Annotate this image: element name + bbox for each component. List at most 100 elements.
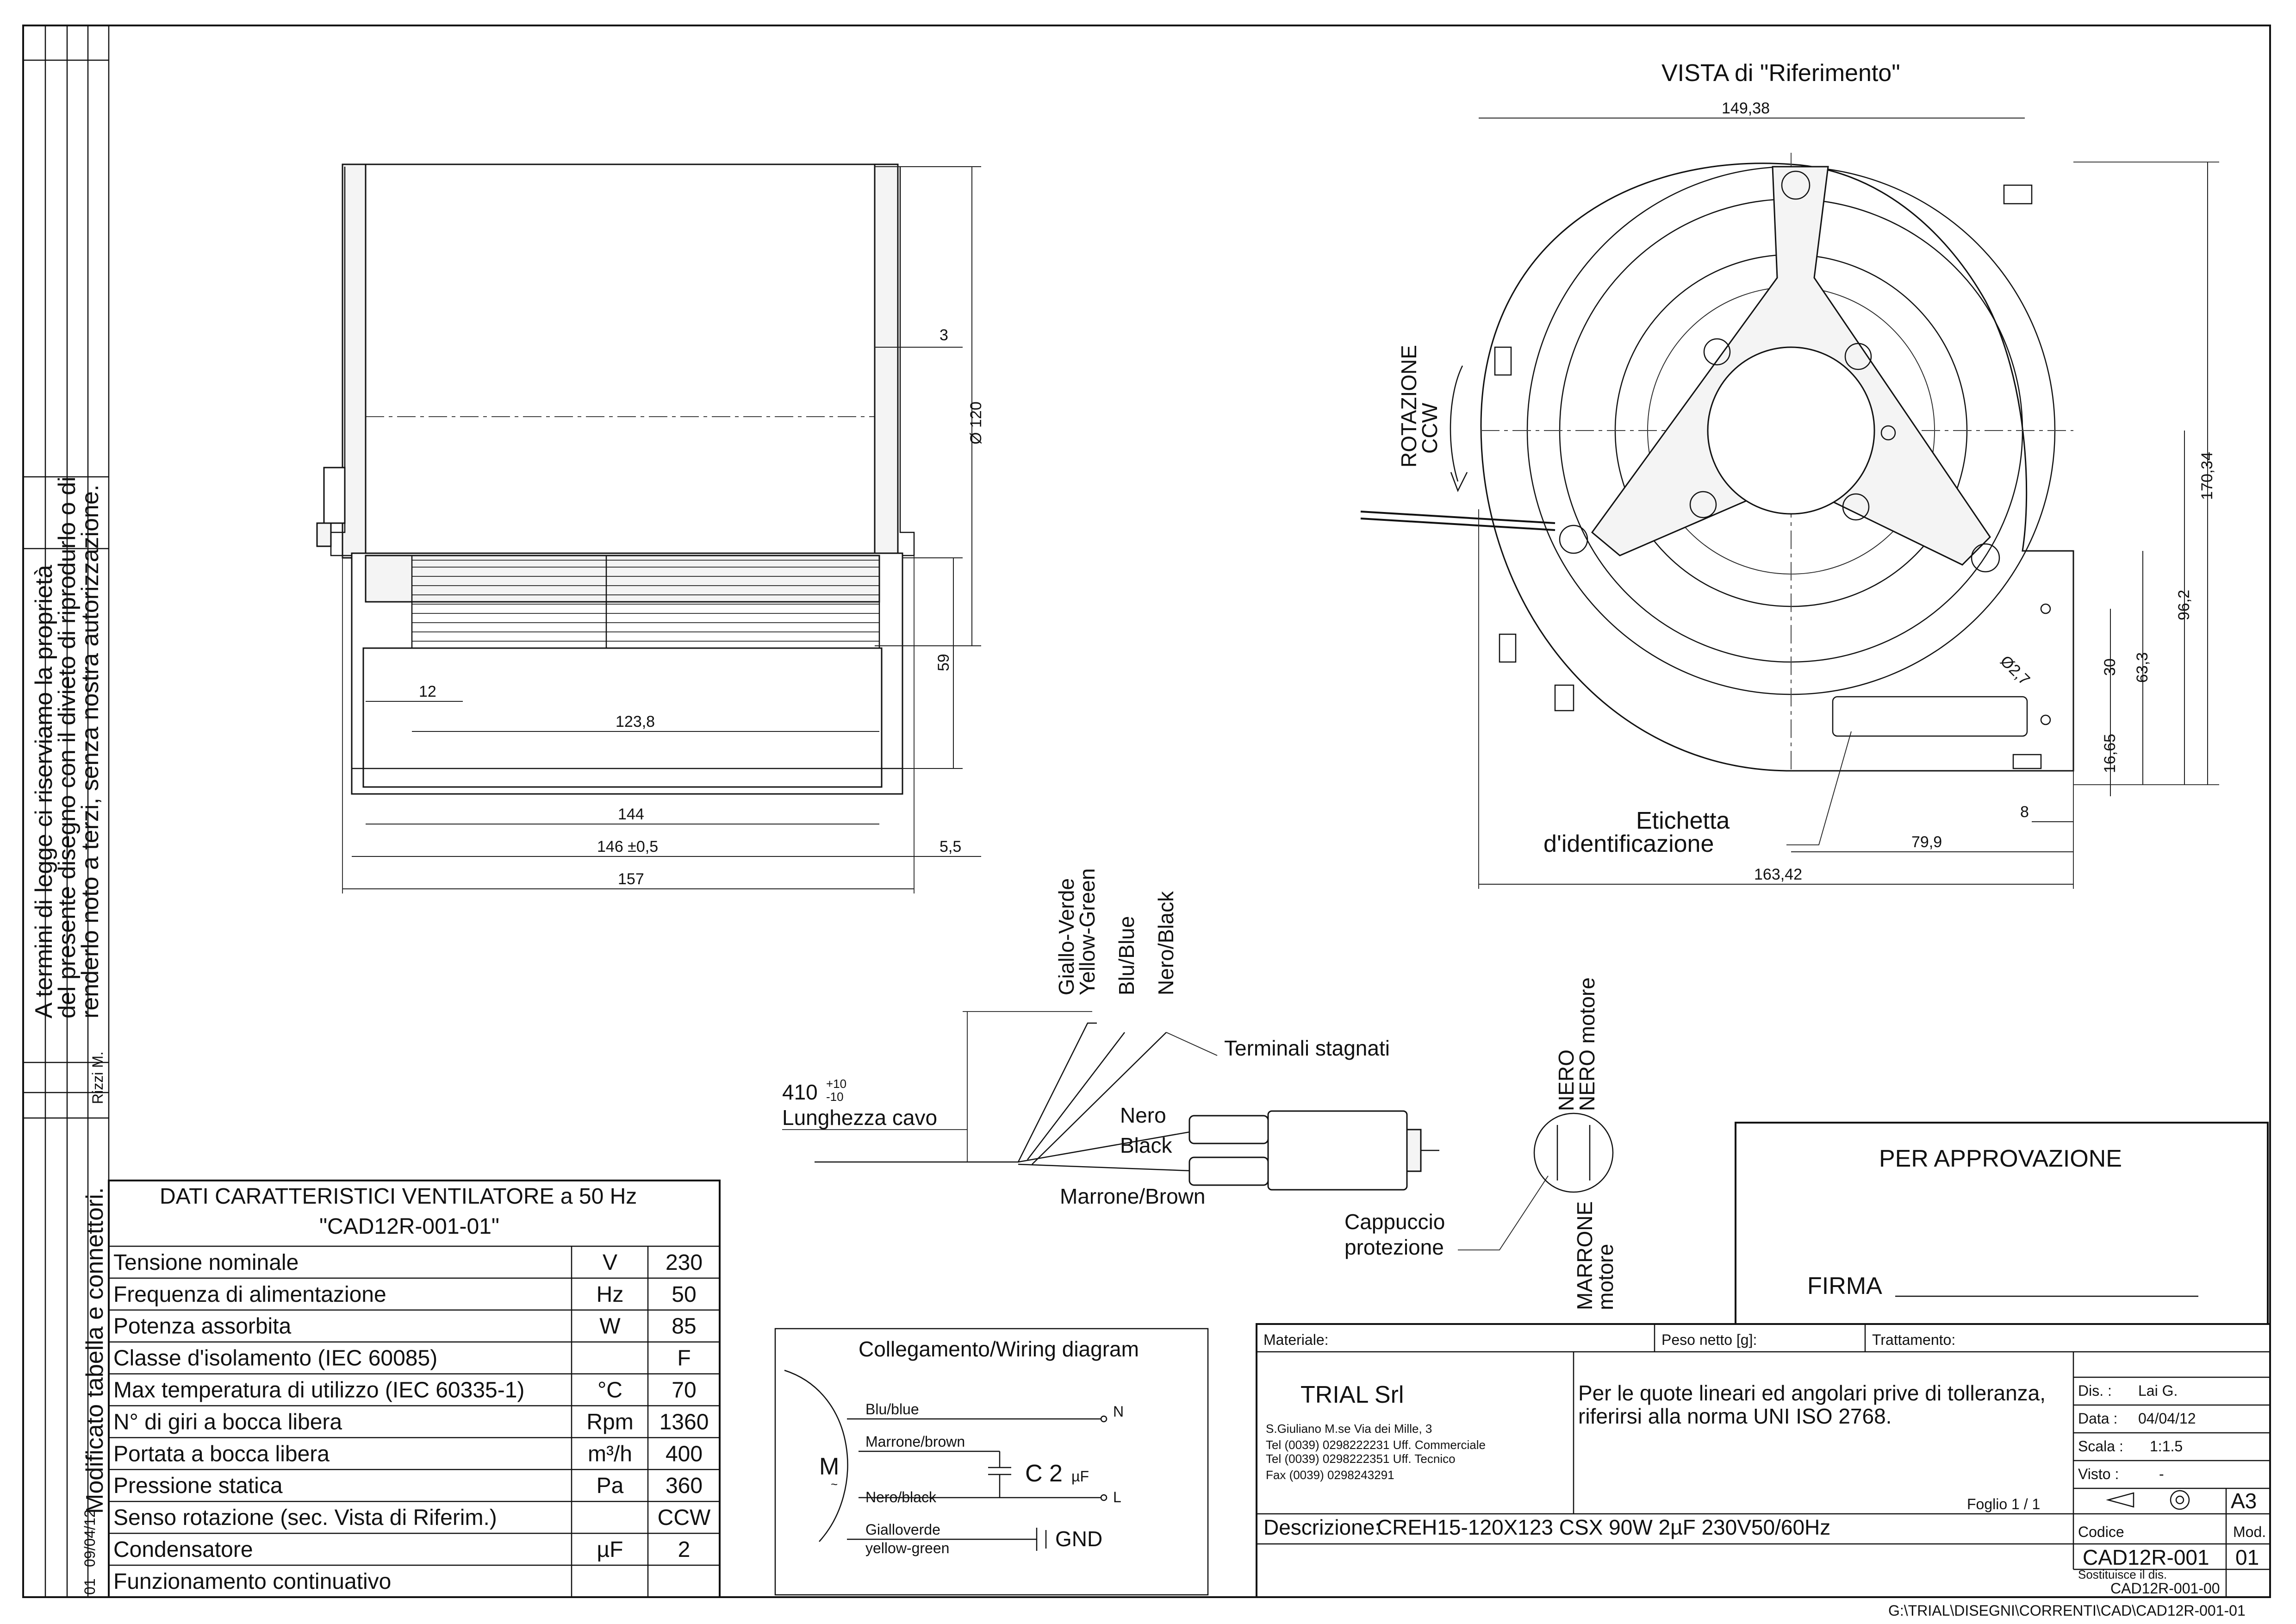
- tb-visto-value: -: [2159, 1466, 2164, 1482]
- copyright-notice: A termini di legge ci riserviamo la prop…: [31, 476, 104, 1018]
- wiring-l: L: [1113, 1489, 1121, 1505]
- spec-row-label: Funzionamento continuativo: [113, 1569, 391, 1594]
- dim-96-2: 96,2: [2175, 590, 2193, 620]
- tb-codice-label: Codice: [2078, 1524, 2124, 1540]
- wire-label-nero: Nero/Black: [1154, 891, 1178, 995]
- wire-label-marrone-b-1: MARRONE: [1573, 1201, 1597, 1310]
- approval-title: PER APPROVAZIONE: [1879, 1145, 2122, 1172]
- tb-address-2: Tel (0039) 0298222231 Uff. Commerciale: [1266, 1438, 1486, 1452]
- tb-peso: Peso netto [g]:: [1661, 1331, 1757, 1348]
- wire-label-marrone-b-2: motore: [1593, 1244, 1618, 1310]
- spec-table-title-1: DATI CARATTERISTICI VENTILATORE a 50 Hz: [160, 1184, 637, 1209]
- tb-data-label: Data :: [2078, 1410, 2117, 1427]
- dim-410: 410: [782, 1080, 818, 1104]
- wire-label-yellow: Yellow-Green: [1075, 868, 1099, 995]
- wiring-blu: Blu/blue: [865, 1401, 919, 1418]
- wire-label-nero2: Nero: [1120, 1103, 1166, 1127]
- dim-144: 144: [618, 806, 644, 823]
- spec-row-value: F: [677, 1346, 691, 1371]
- dim-5-5: 5,5: [940, 838, 961, 856]
- spec-row-label: Pressione statica: [113, 1474, 283, 1498]
- spec-row-unit: m³/h: [588, 1442, 632, 1466]
- dim-79-9: 79,9: [1911, 833, 1942, 851]
- wiring-title: Collegamento/Wiring diagram: [859, 1337, 1139, 1361]
- spec-row-label: Classe d'isolamento (IEC 60085): [113, 1346, 437, 1371]
- cable-assembly: Giallo-Verde Yellow-Green Blu/Blue Nero/…: [782, 868, 1618, 1310]
- spec-row-unit: Rpm: [586, 1410, 633, 1434]
- wire-label-marrone: Marrone/Brown: [1060, 1184, 1205, 1208]
- tb-note-2: riferirsi alla norma UNI ISO 2768.: [1578, 1404, 1892, 1428]
- tb-address-4: Fax (0039) 0298243291: [1266, 1468, 1394, 1482]
- wire-label-black2: Black: [1120, 1133, 1172, 1157]
- dim-146: 146 ±0,5: [597, 838, 658, 856]
- spec-row-value: CCW: [658, 1505, 711, 1530]
- wire-label-cappuccio-2: protezione: [1344, 1235, 1444, 1259]
- spec-row-label: Condensatore: [113, 1537, 253, 1562]
- dim-157: 157: [618, 870, 644, 888]
- wiring-gnd: GND: [1055, 1527, 1102, 1551]
- file-path: G:\TRIAL\DISEGNI\CORRENTI\CAD\CAD12R-001…: [1888, 1602, 2246, 1619]
- wire-label-nero-top-2: NERO motore: [1575, 977, 1599, 1111]
- tb-descr-value: CREH15-120X123 CSX 90W 2µF 230V50/60Hz: [1377, 1515, 1830, 1539]
- tb-scala-label: Scala :: [2078, 1438, 2123, 1455]
- tb-note-1: Per le quote lineari ed angolari prive d…: [1578, 1381, 2046, 1405]
- tb-mod-label: Mod.: [2233, 1524, 2266, 1540]
- spec-row-unit: Pa: [597, 1474, 624, 1498]
- tb-trattamento: Trattamento:: [1872, 1331, 1955, 1348]
- tb-descr-label: Descrizione:: [1263, 1515, 1381, 1539]
- spec-row-value: 70: [672, 1378, 696, 1403]
- dim-30: 30: [2101, 658, 2119, 676]
- wiring-giallo-1: Gialloverde: [865, 1521, 940, 1538]
- wiring-diagram: Collegamento/Wiring diagram M ~ Blu/blue…: [774, 1328, 1209, 1596]
- revision-description: Modificato tabella e connettori.: [81, 1187, 108, 1514]
- wiring-motor-sub: ~: [831, 1477, 838, 1491]
- tb-sost-label: Sostituisce il dis.: [2078, 1568, 2167, 1581]
- tb-address-1: S.Giuliano M.se Via dei Mille, 3: [1266, 1422, 1432, 1436]
- spec-row-label: Frequenza di alimentazione: [113, 1282, 386, 1307]
- dim-410-tol-up: +10: [826, 1077, 846, 1091]
- dim-59: 59: [935, 654, 952, 671]
- projection-symbol-icon: [2106, 1490, 2190, 1510]
- tb-visto-label: Visto :: [2078, 1466, 2119, 1482]
- wiring-motor-m: M: [819, 1453, 839, 1480]
- spec-row-value: 230: [666, 1250, 703, 1275]
- dim-149-38: 149,38: [1722, 100, 1770, 117]
- dim-16-65: 16,65: [2101, 734, 2119, 773]
- dim-phi-120: Ø 120: [967, 401, 985, 444]
- fan-side-view: 3 Ø 120 59 12 123,8 144 146 ±0,5 5,5 157: [316, 163, 985, 893]
- spec-row-unit: °C: [597, 1378, 622, 1403]
- dim-410-tol-dn: -10: [826, 1090, 844, 1104]
- sheet-border: [22, 25, 2271, 1598]
- rotation-label-2: CCW: [1418, 403, 1442, 454]
- revision-author: Rizzi M.: [89, 1051, 106, 1104]
- dim-3: 3: [940, 326, 948, 344]
- wire-label-lunghezza: Lunghezza cavo: [782, 1106, 937, 1130]
- tb-mod-value: 01: [2235, 1545, 2259, 1569]
- spec-row-value: 2: [678, 1537, 691, 1562]
- spec-row-unit: µF: [597, 1537, 623, 1562]
- tb-codice-value: CAD12R-001: [2083, 1545, 2209, 1569]
- spec-table: DATI CARATTERISTICI VENTILATORE a 50 Hz …: [108, 1180, 721, 1598]
- tb-address-3: Tel (0039) 0298222351 Uff. Tecnico: [1266, 1452, 1456, 1466]
- copyright-line-2: del presente disegno con il divieto di r…: [54, 476, 81, 1018]
- wiring-giallo-2: yellow-green: [865, 1540, 949, 1556]
- wire-label-cappuccio-1: Cappuccio: [1344, 1210, 1445, 1234]
- approval-firma: FIRMA: [1807, 1273, 1882, 1299]
- wire-label-giallo: Giallo-Verde: [1054, 878, 1078, 995]
- wiring-nero: Nero/black: [865, 1489, 937, 1505]
- tb-data-value: 04/04/12: [2138, 1410, 2196, 1427]
- rotation-label-1: ROTAZIONE: [1397, 345, 1421, 468]
- wire-label-blu: Blu/Blue: [1114, 916, 1139, 995]
- copyright-line-3: renderlo noto a terzi, senza nostra auto…: [77, 485, 104, 1018]
- revision-number: 01: [81, 1578, 98, 1595]
- tb-foglio: Foglio 1 / 1: [1967, 1496, 2040, 1512]
- revision-date: 09/04/12: [81, 1509, 98, 1567]
- tb-scala-value: 1:1.5: [2150, 1438, 2183, 1455]
- wiring-n: N: [1113, 1403, 1124, 1420]
- label-etichetta-2: d'identificazione: [1543, 831, 1714, 857]
- spec-row-unit: V: [603, 1250, 617, 1275]
- wiring-capacitor-unit: µF: [1071, 1468, 1089, 1485]
- spec-row-label: N° di giri a bocca libera: [113, 1410, 342, 1434]
- spec-row-label: Tensione nominale: [113, 1250, 299, 1275]
